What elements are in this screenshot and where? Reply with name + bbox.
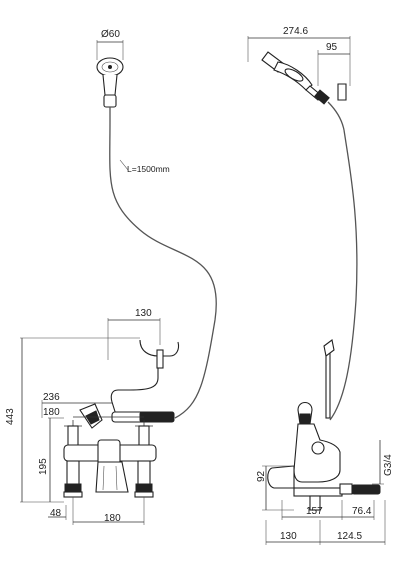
base-spacing-label: 180: [104, 513, 121, 524]
front-left-tap: [64, 420, 82, 449]
cradle-width-label: 130: [135, 308, 152, 319]
side-body: [267, 339, 381, 511]
side-base-right-label: 124.5: [337, 531, 362, 542]
spout-reach-label: 157: [306, 506, 323, 517]
front-handset: [96, 40, 124, 122]
side-dimensions: [262, 440, 386, 545]
tap-spacing-label: 180: [43, 407, 60, 418]
body-height-label: 195: [38, 458, 49, 475]
side-head-width-label: 274.6: [283, 26, 308, 37]
side-base-left-label: 130: [280, 531, 297, 542]
front-dimensions: [20, 337, 145, 525]
front-right-tap: [135, 420, 153, 449]
side-handset: [247, 36, 351, 131]
hose-length-label: L=1500mm: [127, 164, 170, 174]
base-offset-label: 48: [50, 508, 62, 519]
head-diameter-label: Ø60: [101, 29, 120, 40]
side-head-offset-label: 95: [326, 42, 338, 53]
front-body: [63, 318, 180, 508]
front-width-label: 236: [43, 392, 60, 403]
spout-height-label: 92: [256, 470, 267, 482]
outlet-length-label: 76.4: [352, 506, 372, 517]
side-hose: [329, 129, 358, 421]
outlet-thread-label: G3/4: [383, 454, 394, 476]
overall-height-label: 443: [5, 408, 16, 425]
front-hose: [109, 121, 217, 419]
